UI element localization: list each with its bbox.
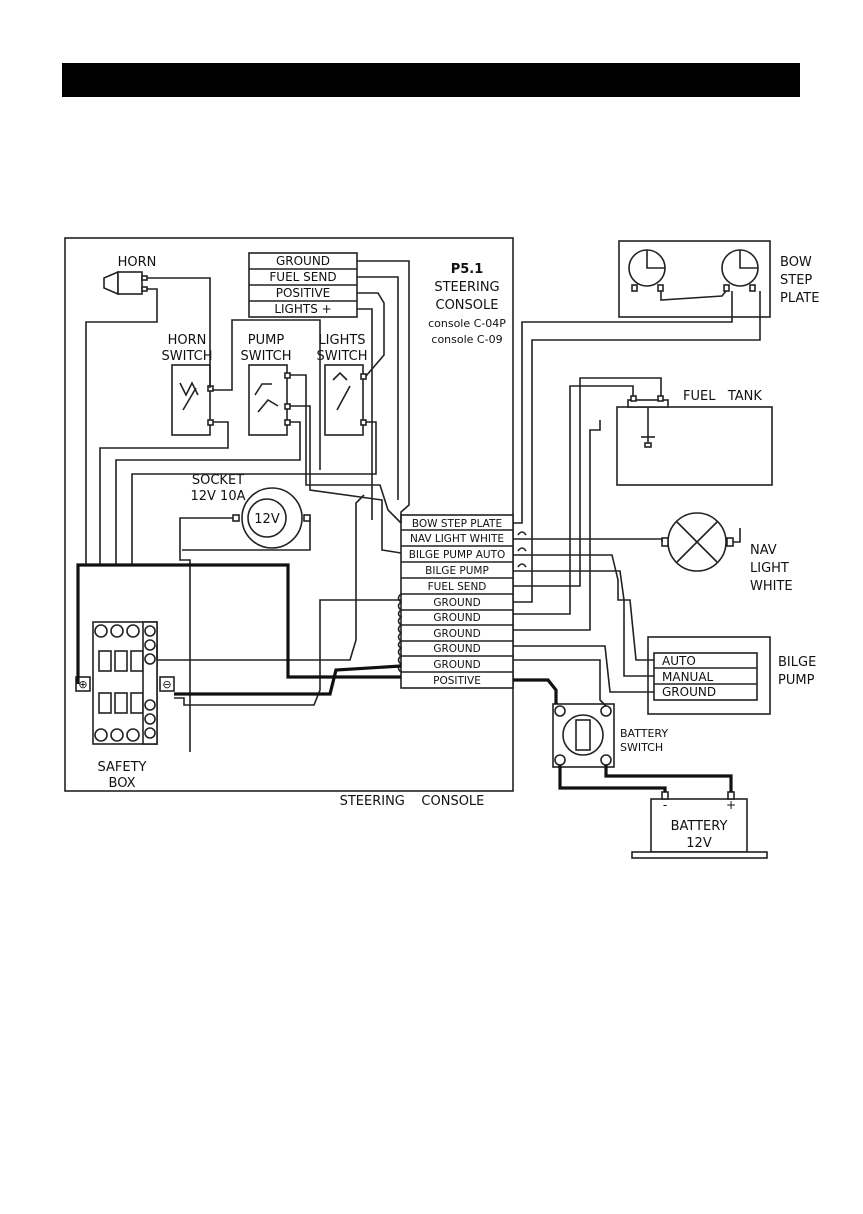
svg-text:BILGE: BILGE: [778, 655, 816, 670]
svg-text:BATTERY: BATTERY: [620, 727, 668, 740]
svg-text:SWITCH: SWITCH: [162, 349, 213, 364]
terminal-row: FUEL SEND: [428, 581, 487, 593]
console-title-1: STEERING: [434, 280, 499, 295]
top-connector-row: GROUND: [276, 254, 330, 268]
terminal-row: GROUND: [433, 643, 480, 655]
svg-text:PUMP: PUMP: [778, 673, 815, 688]
svg-text:PLATE: PLATE: [780, 291, 819, 306]
terminal-row: GROUND: [433, 612, 480, 624]
svg-text:PUMP: PUMP: [248, 333, 285, 348]
svg-text:MANUAL: MANUAL: [662, 670, 714, 684]
svg-text:STEP: STEP: [780, 273, 812, 288]
terminal-row: NAV LIGHT WHITE: [410, 533, 504, 545]
horn-switch: HORN SWITCH: [162, 333, 214, 436]
top-connector: GROUND FUEL SEND POSITIVE LIGHTS +: [248, 252, 358, 318]
lights-switch: LIGHTS SWITCH: [317, 333, 368, 436]
svg-text:SWITCH: SWITCH: [620, 741, 663, 754]
svg-text:+: +: [726, 798, 736, 812]
svg-text:12V: 12V: [254, 512, 280, 527]
pump-switch: PUMP SWITCH: [241, 333, 292, 436]
terminal-row: GROUND: [433, 659, 480, 671]
console-model-2: console C-09: [431, 333, 502, 346]
svg-text:SAFETY: SAFETY: [98, 760, 147, 775]
horn-label: HORN: [118, 255, 157, 270]
top-connector-row: LIGHTS +: [274, 302, 331, 316]
terminal-row: BILGE PUMP AUTO: [409, 549, 506, 561]
terminal-row: BILGE PUMP: [425, 565, 489, 577]
safety-box: ⊕ ⊖ SAFETY BOX: [75, 621, 175, 791]
svg-text:BOX: BOX: [109, 776, 136, 791]
svg-text:AUTO: AUTO: [662, 654, 696, 668]
bow-step-plate: BOW STEP PLATE: [618, 240, 819, 318]
terminal-block: BOW STEP PLATE NAV LIGHT WHITE BILGE PUM…: [397, 514, 514, 689]
fuel-tank: FUEL TANK: [616, 389, 773, 486]
svg-text:⊖: ⊖: [162, 678, 171, 691]
svg-text:GROUND: GROUND: [662, 685, 716, 699]
svg-text:BOW: BOW: [780, 255, 812, 270]
console-title-2: CONSOLE: [436, 298, 499, 313]
socket-12v: SOCKET 12V 10A 12V: [190, 473, 311, 549]
terminal-row: GROUND: [433, 628, 480, 640]
svg-text:LIGHTS: LIGHTS: [318, 333, 365, 348]
console-model-1: console C-04P: [428, 317, 506, 330]
nav-light: NAV LIGHT WHITE: [661, 512, 793, 594]
svg-text:SWITCH: SWITCH: [241, 349, 292, 364]
console-footer: STEERING CONSOLE: [340, 794, 485, 809]
svg-text:SOCKET: SOCKET: [192, 473, 244, 488]
battery-switch: BATTERY SWITCH: [552, 703, 668, 768]
svg-text:WHITE: WHITE: [750, 579, 793, 594]
terminal-row: POSITIVE: [433, 675, 481, 687]
svg-text:SWITCH: SWITCH: [317, 349, 368, 364]
terminal-row: BOW STEP PLATE: [412, 518, 502, 530]
top-connector-row: FUEL SEND: [269, 270, 336, 284]
battery: - + BATTERY 12V: [631, 791, 768, 859]
horn-icon: [103, 270, 119, 296]
svg-text:BATTERY: BATTERY: [671, 819, 728, 834]
svg-text:12V 10A: 12V 10A: [190, 489, 245, 504]
horn-device: HORN: [103, 255, 157, 296]
terminal-row: GROUND: [433, 597, 480, 609]
svg-text:-: -: [663, 798, 667, 812]
svg-text:FUEL TANK: FUEL TANK: [683, 389, 762, 404]
wiring: [76, 260, 761, 792]
svg-text:⊕: ⊕: [78, 678, 87, 691]
svg-text:12V: 12V: [686, 836, 712, 851]
console-code: P5.1: [451, 262, 484, 277]
svg-text:HORN: HORN: [168, 333, 207, 348]
svg-text:NAV: NAV: [750, 543, 777, 558]
svg-text:LIGHT: LIGHT: [750, 561, 789, 576]
bilge-pump: AUTO MANUAL GROUND BILGE PUMP: [647, 636, 816, 715]
top-connector-row: POSITIVE: [276, 286, 331, 300]
page-header-bar: [62, 63, 800, 97]
